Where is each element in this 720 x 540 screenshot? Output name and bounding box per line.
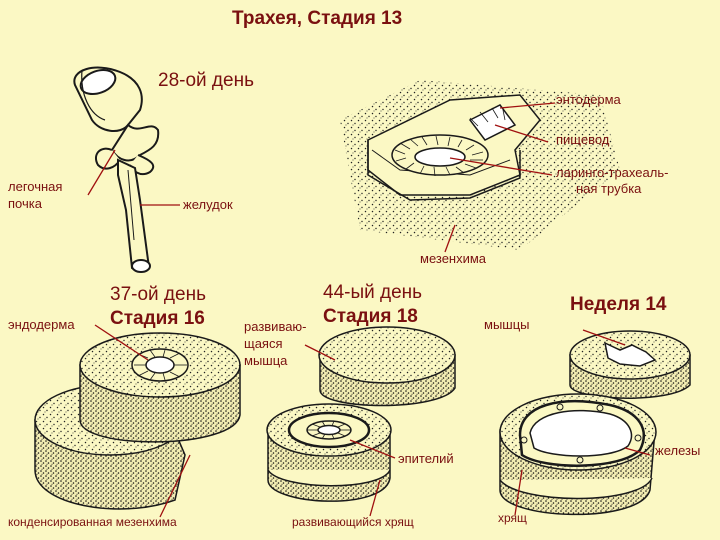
label-cartilage: хрящ (498, 511, 527, 525)
label-muscles: мышцы (484, 317, 530, 332)
stage13-cross-section (340, 80, 620, 250)
stage16-cylinders (34, 332, 241, 510)
label-developing-muscle-3: мышца (244, 353, 288, 368)
label-developing-muscle-2: щаяся (244, 336, 283, 351)
leader-lines (87, 102, 651, 518)
label-glands: железы (655, 443, 701, 458)
stage18-cylinders (266, 326, 456, 502)
label-lung-bud-2: почка (8, 196, 42, 211)
label-lung-bud-1: легочная (8, 179, 63, 194)
label-endoderm-left: эндодерма (8, 317, 75, 332)
embryo-gut-illustration (73, 66, 160, 273)
label-epithelium: эпителий (398, 451, 454, 466)
label-esophagus: пищевод (556, 132, 610, 147)
page-title: Трахея, Стадия 13 (232, 8, 403, 29)
label-developing-cartilage: развивающийся хрящ (292, 515, 414, 529)
label-day-44: 44-ый день (323, 282, 423, 303)
label-day-37: 37-ой день (110, 284, 206, 305)
label-stage-16: Стадия 16 (110, 308, 205, 329)
label-stage-18: Стадия 18 (323, 306, 418, 327)
label-stomach: желудок (183, 197, 233, 212)
label-laryngotracheal-1: ларинго-трахеаль- (556, 165, 669, 180)
label-laryngotracheal-2: ная трубка (576, 181, 642, 196)
label-endoderm-top: энтодерма (556, 92, 621, 107)
label-developing-muscle-1: развиваю- (244, 319, 307, 334)
label-condensed-mesenchyme: конденсированная мезенхима (8, 515, 177, 529)
label-week-14: Неделя 14 (570, 294, 667, 315)
label-mesenchyme: мезенхима (420, 251, 487, 266)
label-day-28: 28-ой день (158, 70, 254, 91)
week14-cylinders (499, 330, 691, 516)
